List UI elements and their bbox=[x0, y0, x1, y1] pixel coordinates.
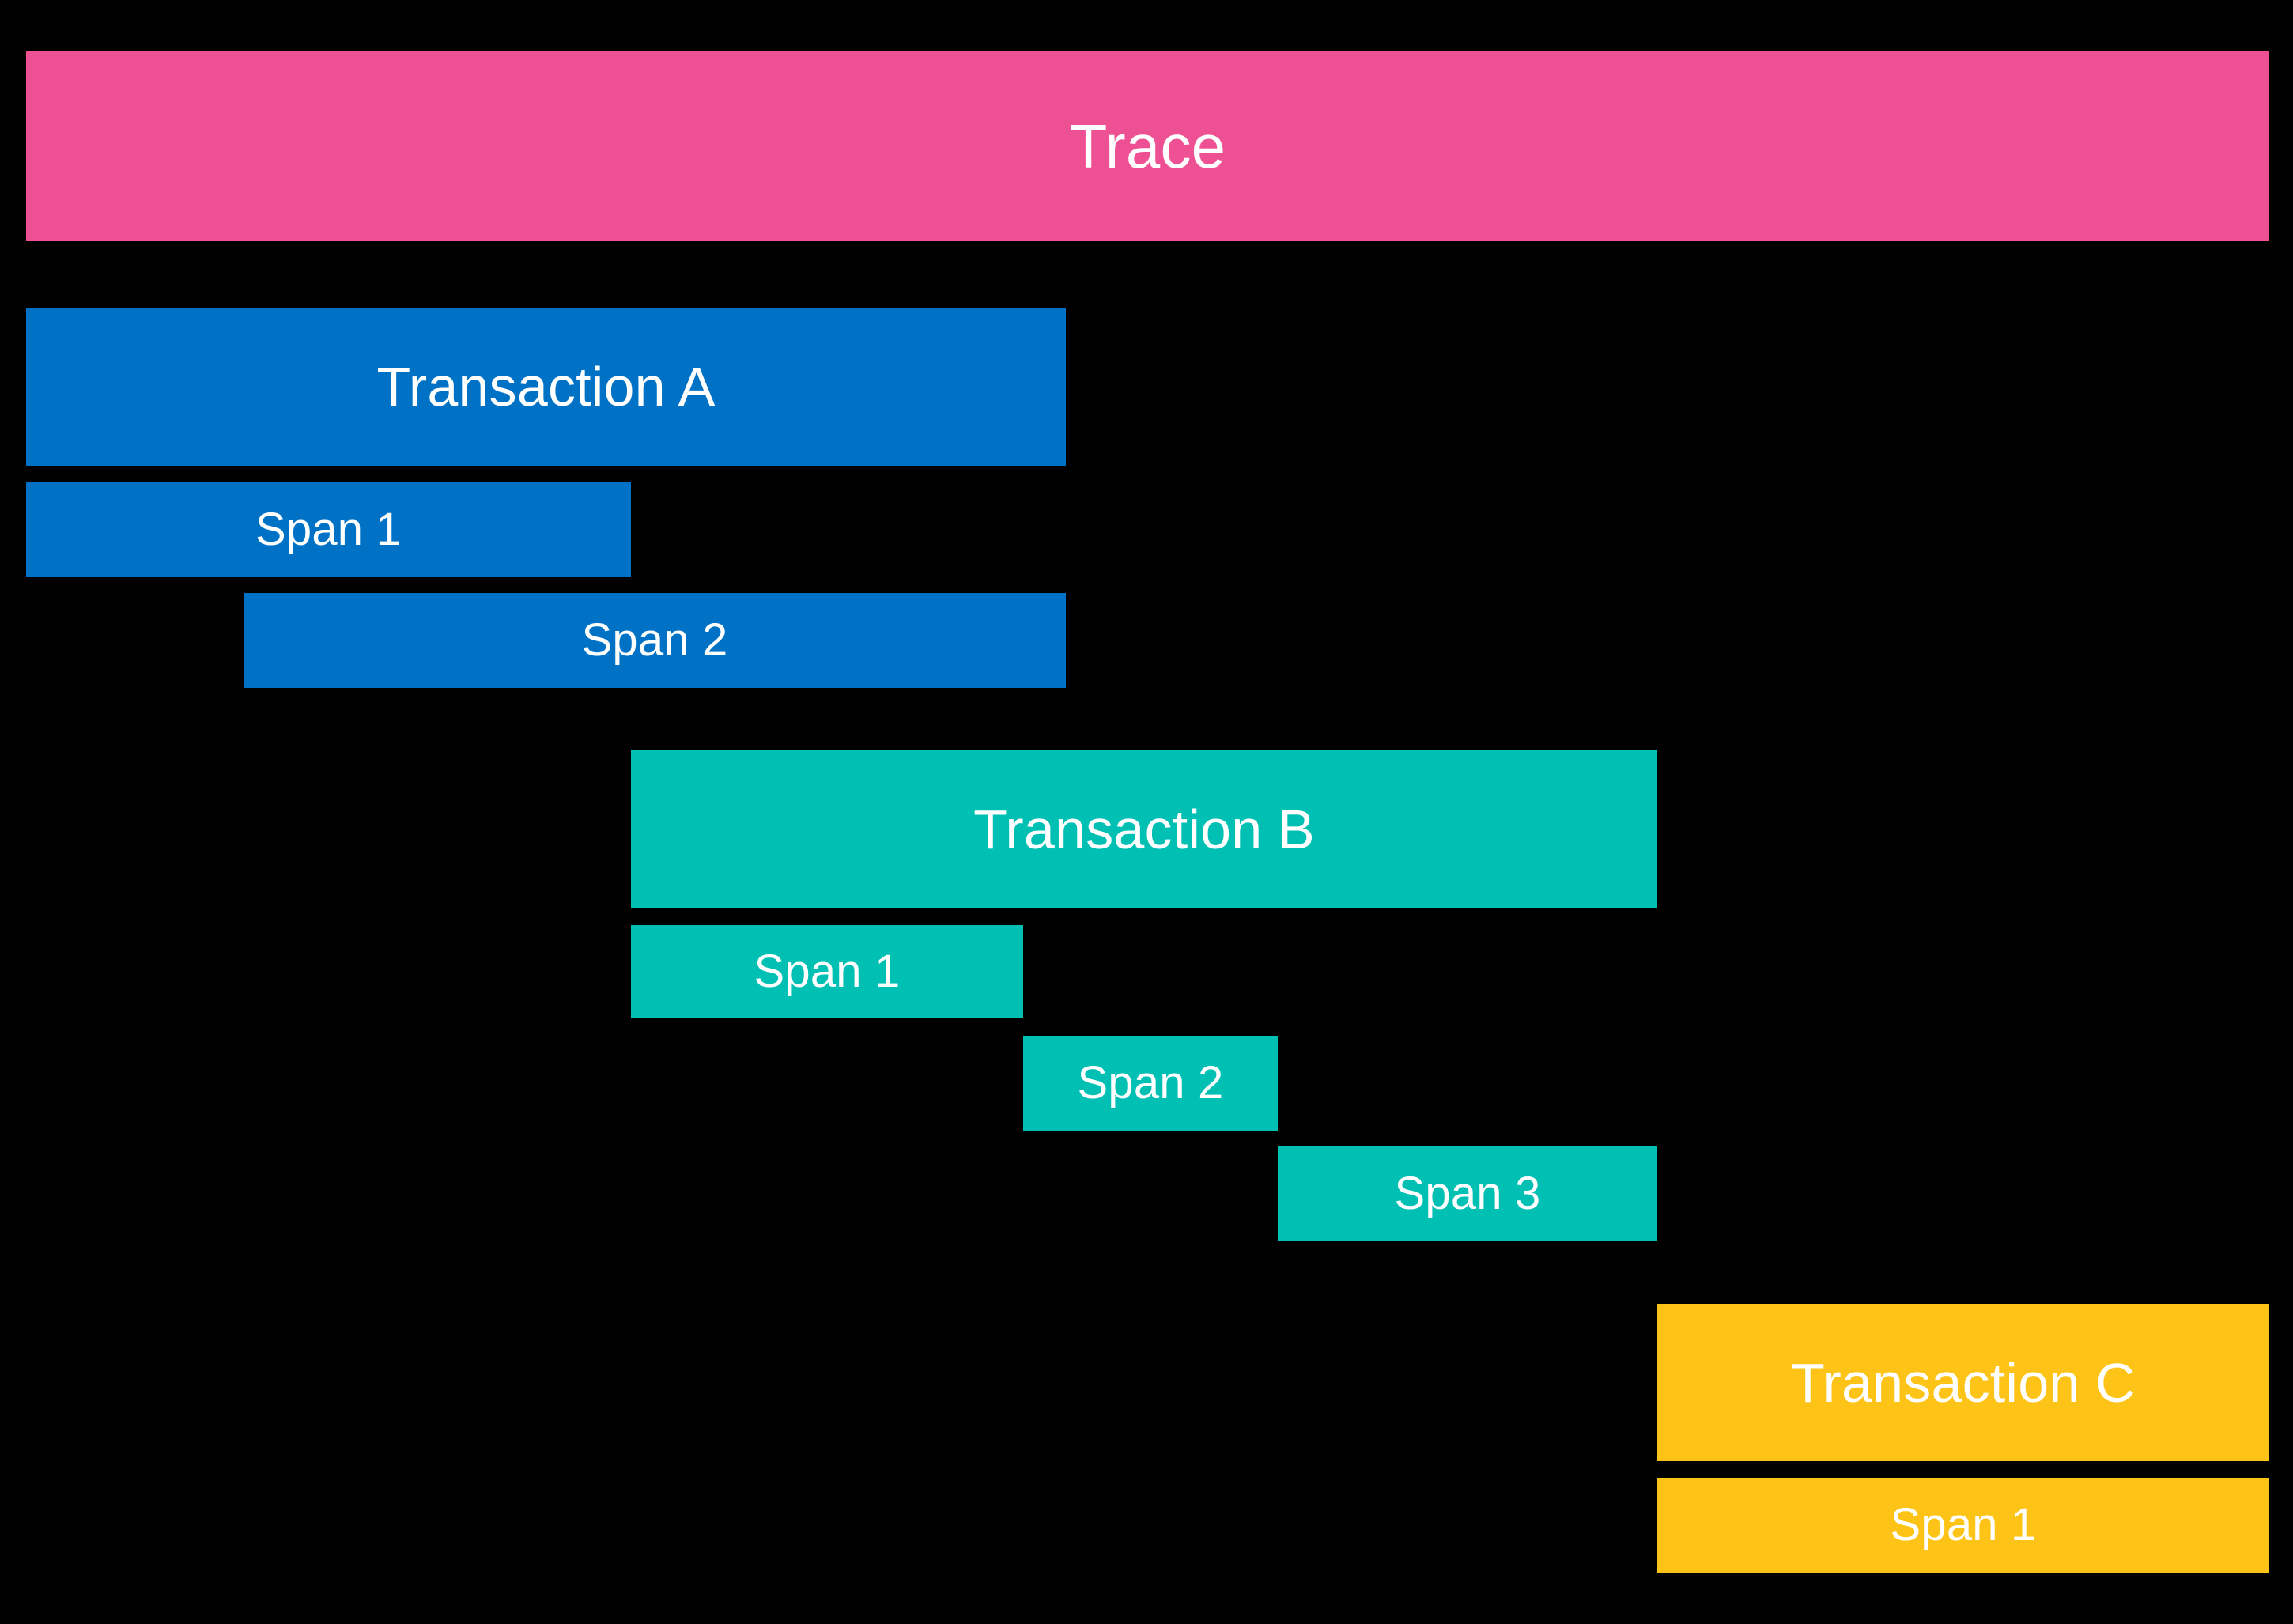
bar-transaction-a-span-2[interactable]: Span 2 bbox=[244, 593, 1066, 688]
transaction-b-label: Transaction B bbox=[973, 799, 1315, 860]
bar-transaction-b-span-1[interactable]: Span 1 bbox=[631, 925, 1023, 1018]
bar-transaction-b-span-3[interactable]: Span 3 bbox=[1278, 1146, 1657, 1241]
transaction-a-label: Transaction A bbox=[376, 356, 716, 417]
bar-transaction-a[interactable]: Transaction A bbox=[26, 308, 1066, 466]
transaction-b-span-1-label: Span 1 bbox=[754, 946, 901, 997]
transaction-c-span-1-label: Span 1 bbox=[1890, 1499, 2037, 1550]
bar-transaction-b-span-2[interactable]: Span 2 bbox=[1023, 1036, 1278, 1131]
bar-transaction-c[interactable]: Transaction C bbox=[1657, 1304, 2269, 1461]
transaction-a-span-1-label: Span 1 bbox=[255, 503, 402, 555]
bar-transaction-b[interactable]: Transaction B bbox=[631, 750, 1657, 908]
transaction-b-span-3-label: Span 3 bbox=[1394, 1168, 1541, 1219]
bar-transaction-a-span-1[interactable]: Span 1 bbox=[26, 482, 631, 577]
transaction-c-label: Transaction C bbox=[1791, 1351, 2136, 1414]
transaction-a-span-2-label: Span 2 bbox=[581, 614, 728, 666]
trace-label: Trace bbox=[1069, 111, 1226, 181]
bar-transaction-c-span-1[interactable]: Span 1 bbox=[1657, 1478, 2269, 1573]
bar-trace[interactable]: Trace bbox=[26, 51, 2269, 241]
transaction-b-span-2-label: Span 2 bbox=[1077, 1057, 1224, 1108]
